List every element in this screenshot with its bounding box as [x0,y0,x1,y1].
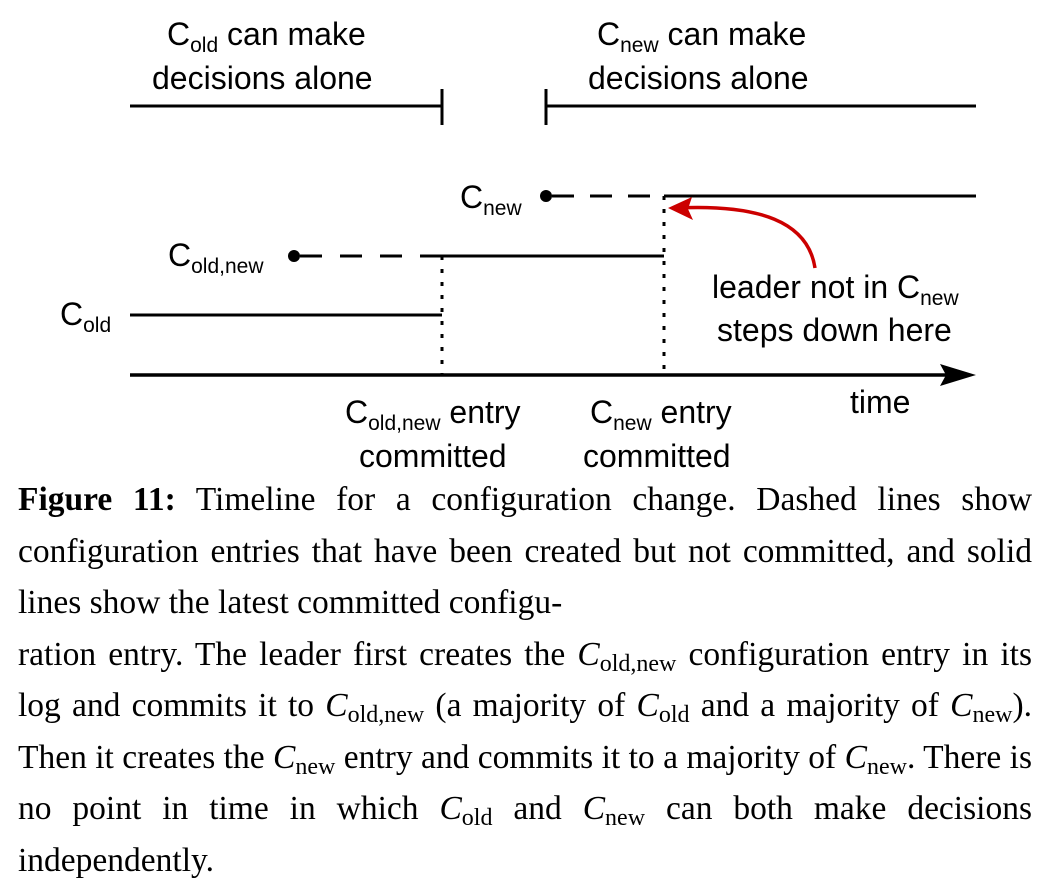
cold-alone-label-line1: Cold can make [167,16,366,57]
figure-caption: Figure 11: Timeline for a configuration … [18,474,1032,886]
caption-text: (a majority of [424,687,637,724]
cnew-commit-label-line1: Cnew entry [590,394,732,435]
caption-text: Timeline for a configuration change. Das… [18,481,1033,621]
caption-text: entry and commits it to a majority of [335,738,845,776]
cold-alone-label-line2: decisions alone [152,60,373,96]
caption-subscript: new [972,702,1013,728]
cnew-alone-label-line2: decisions alone [588,60,809,96]
caption-symbol: C [582,790,606,827]
caption-text: . There is no point in time in which [18,738,1032,828]
cnew-alone-label-line1: Cnew can make [597,16,806,57]
caption-subscript: new [866,753,907,780]
caption-text: ration entry. The leader first creates t… [18,635,578,673]
coldnew-commit-label-line1: Cold,new entry [345,394,521,435]
caption-subscript: old [461,805,493,831]
caption-symbol: C [577,635,600,673]
caption-text: ). Then it creates the [18,687,1033,776]
caption-text: and a majority of [689,687,951,724]
caption-symbol: C [439,790,462,827]
coldnew-row-label: Cold,new [168,237,264,278]
caption-subscript: old,new [599,650,677,677]
coldnew-created-dot [288,250,300,262]
caption-text: configuration entry in its log and commi… [18,635,1032,725]
cnew-created-dot [540,190,552,202]
caption-text: can both make decisions independently. [18,790,1032,879]
time-axis-arrowhead [940,364,976,386]
cnew-row-label: Cnew [460,179,522,220]
time-axis-label: time [850,384,910,420]
leader-stepdown-arrowhead [668,197,693,220]
leader-stepdown-label-line1: leader not in Cnew [712,269,959,310]
figure-label: Figure 11: [18,481,176,518]
caption-subscript: new [295,753,336,780]
configuration-timeline-diagram: Cold can make decisions alone Cnew can m… [60,16,976,474]
caption-symbol: C [844,738,867,776]
cnew-commit-label-line2: committed [583,438,731,474]
caption-subscript: old,new [347,702,425,728]
leader-stepdown-label-line2: steps down here [717,312,952,348]
leader-stepdown-arrow [675,205,817,269]
caption-symbol: C [273,738,296,776]
caption-symbol: C [325,687,348,724]
caption-subscript: old [658,702,690,728]
cold-row-label: Cold [60,296,111,337]
caption-text: and [492,790,583,827]
coldnew-commit-label-line2: committed [359,438,507,474]
caption-symbol: C [950,687,973,724]
caption-symbol: C [636,687,659,724]
caption-subscript: new [605,805,646,831]
